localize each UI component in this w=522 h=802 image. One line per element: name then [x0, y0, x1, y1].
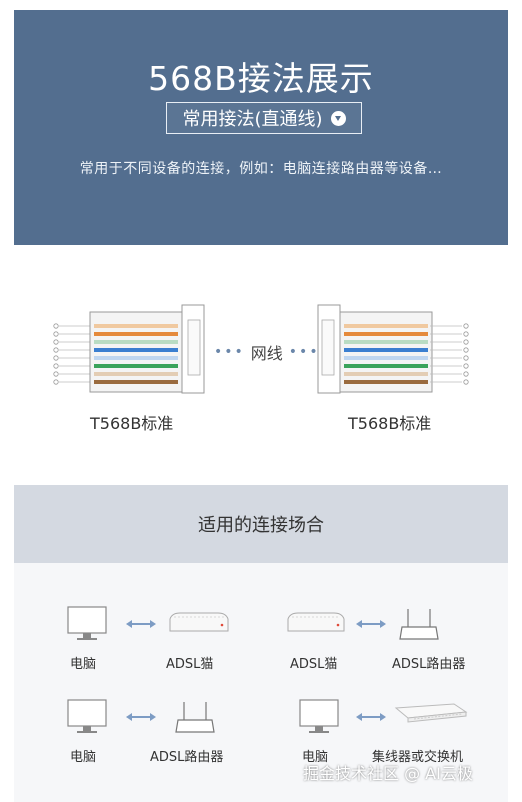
- mode-dropdown-label: 常用接法(直通线): [182, 109, 323, 130]
- monitor-icon: [67, 699, 107, 733]
- modem-icon: [287, 612, 345, 632]
- device-label: ADSL路由器: [392, 657, 466, 672]
- cable: ••• 网线 •••: [214, 340, 320, 364]
- dots-icon: •••: [288, 344, 320, 360]
- page-title: 568B接法展示: [148, 59, 374, 98]
- device-label: ADSL猫: [290, 657, 338, 672]
- device-label: 电脑: [302, 750, 329, 765]
- scenario-item: 电脑 ADSL猫: [64, 605, 284, 675]
- double-arrow-icon: [126, 713, 156, 721]
- scenario-item: ADSL猫 ADSL路由器: [284, 605, 504, 675]
- switch-icon: [394, 703, 468, 723]
- monitor-icon: [299, 699, 339, 733]
- scenario-grid: 电脑 ADSL猫 ADSL猫 ADSL路由器: [14, 563, 508, 802]
- section-title: 适用的连接场合: [14, 485, 508, 563]
- modem-icon: [169, 612, 229, 632]
- wiring-diagram: T568B标准 ••• 网线 •••: [14, 245, 508, 485]
- scenario-item: 电脑 集线器或交换机: [296, 698, 516, 768]
- device-label: 电脑: [70, 750, 97, 765]
- right-plug-label: T568B标准: [348, 414, 432, 433]
- dots-icon: •••: [214, 344, 245, 360]
- rj45-plug-left-icon: [53, 304, 205, 394]
- mode-dropdown[interactable]: 常用接法(直通线): [166, 102, 362, 134]
- double-arrow-icon: [126, 620, 156, 628]
- rj45-plug-right-icon: [317, 304, 469, 394]
- device-label: ADSL猫: [166, 657, 214, 672]
- chevron-down-icon[interactable]: [330, 110, 346, 126]
- watermark: 掘金技术社区 @ AI云极: [303, 764, 473, 783]
- router-icon: [399, 609, 439, 640]
- router-icon: [175, 702, 215, 733]
- scenario-item: 电脑 ADSL路由器: [64, 698, 284, 768]
- device-label: 集线器或交换机: [372, 750, 464, 765]
- page: 568B接法展示 常用接法(直通线) 常用于不同设备的连接，例如：电脑连接路由器…: [14, 10, 508, 802]
- header: 568B接法展示 常用接法(直通线) 常用于不同设备的连接，例如：电脑连接路由器…: [14, 10, 508, 245]
- monitor-icon: [67, 606, 107, 640]
- description: 常用于不同设备的连接，例如：电脑连接路由器等设备…: [79, 161, 443, 177]
- left-plug-label: T568B标准: [90, 414, 174, 433]
- double-arrow-icon: [356, 713, 386, 721]
- cable-label: 网线: [250, 344, 283, 363]
- double-arrow-icon: [356, 620, 386, 628]
- device-label: ADSL路由器: [150, 750, 224, 765]
- device-label: 电脑: [70, 657, 97, 672]
